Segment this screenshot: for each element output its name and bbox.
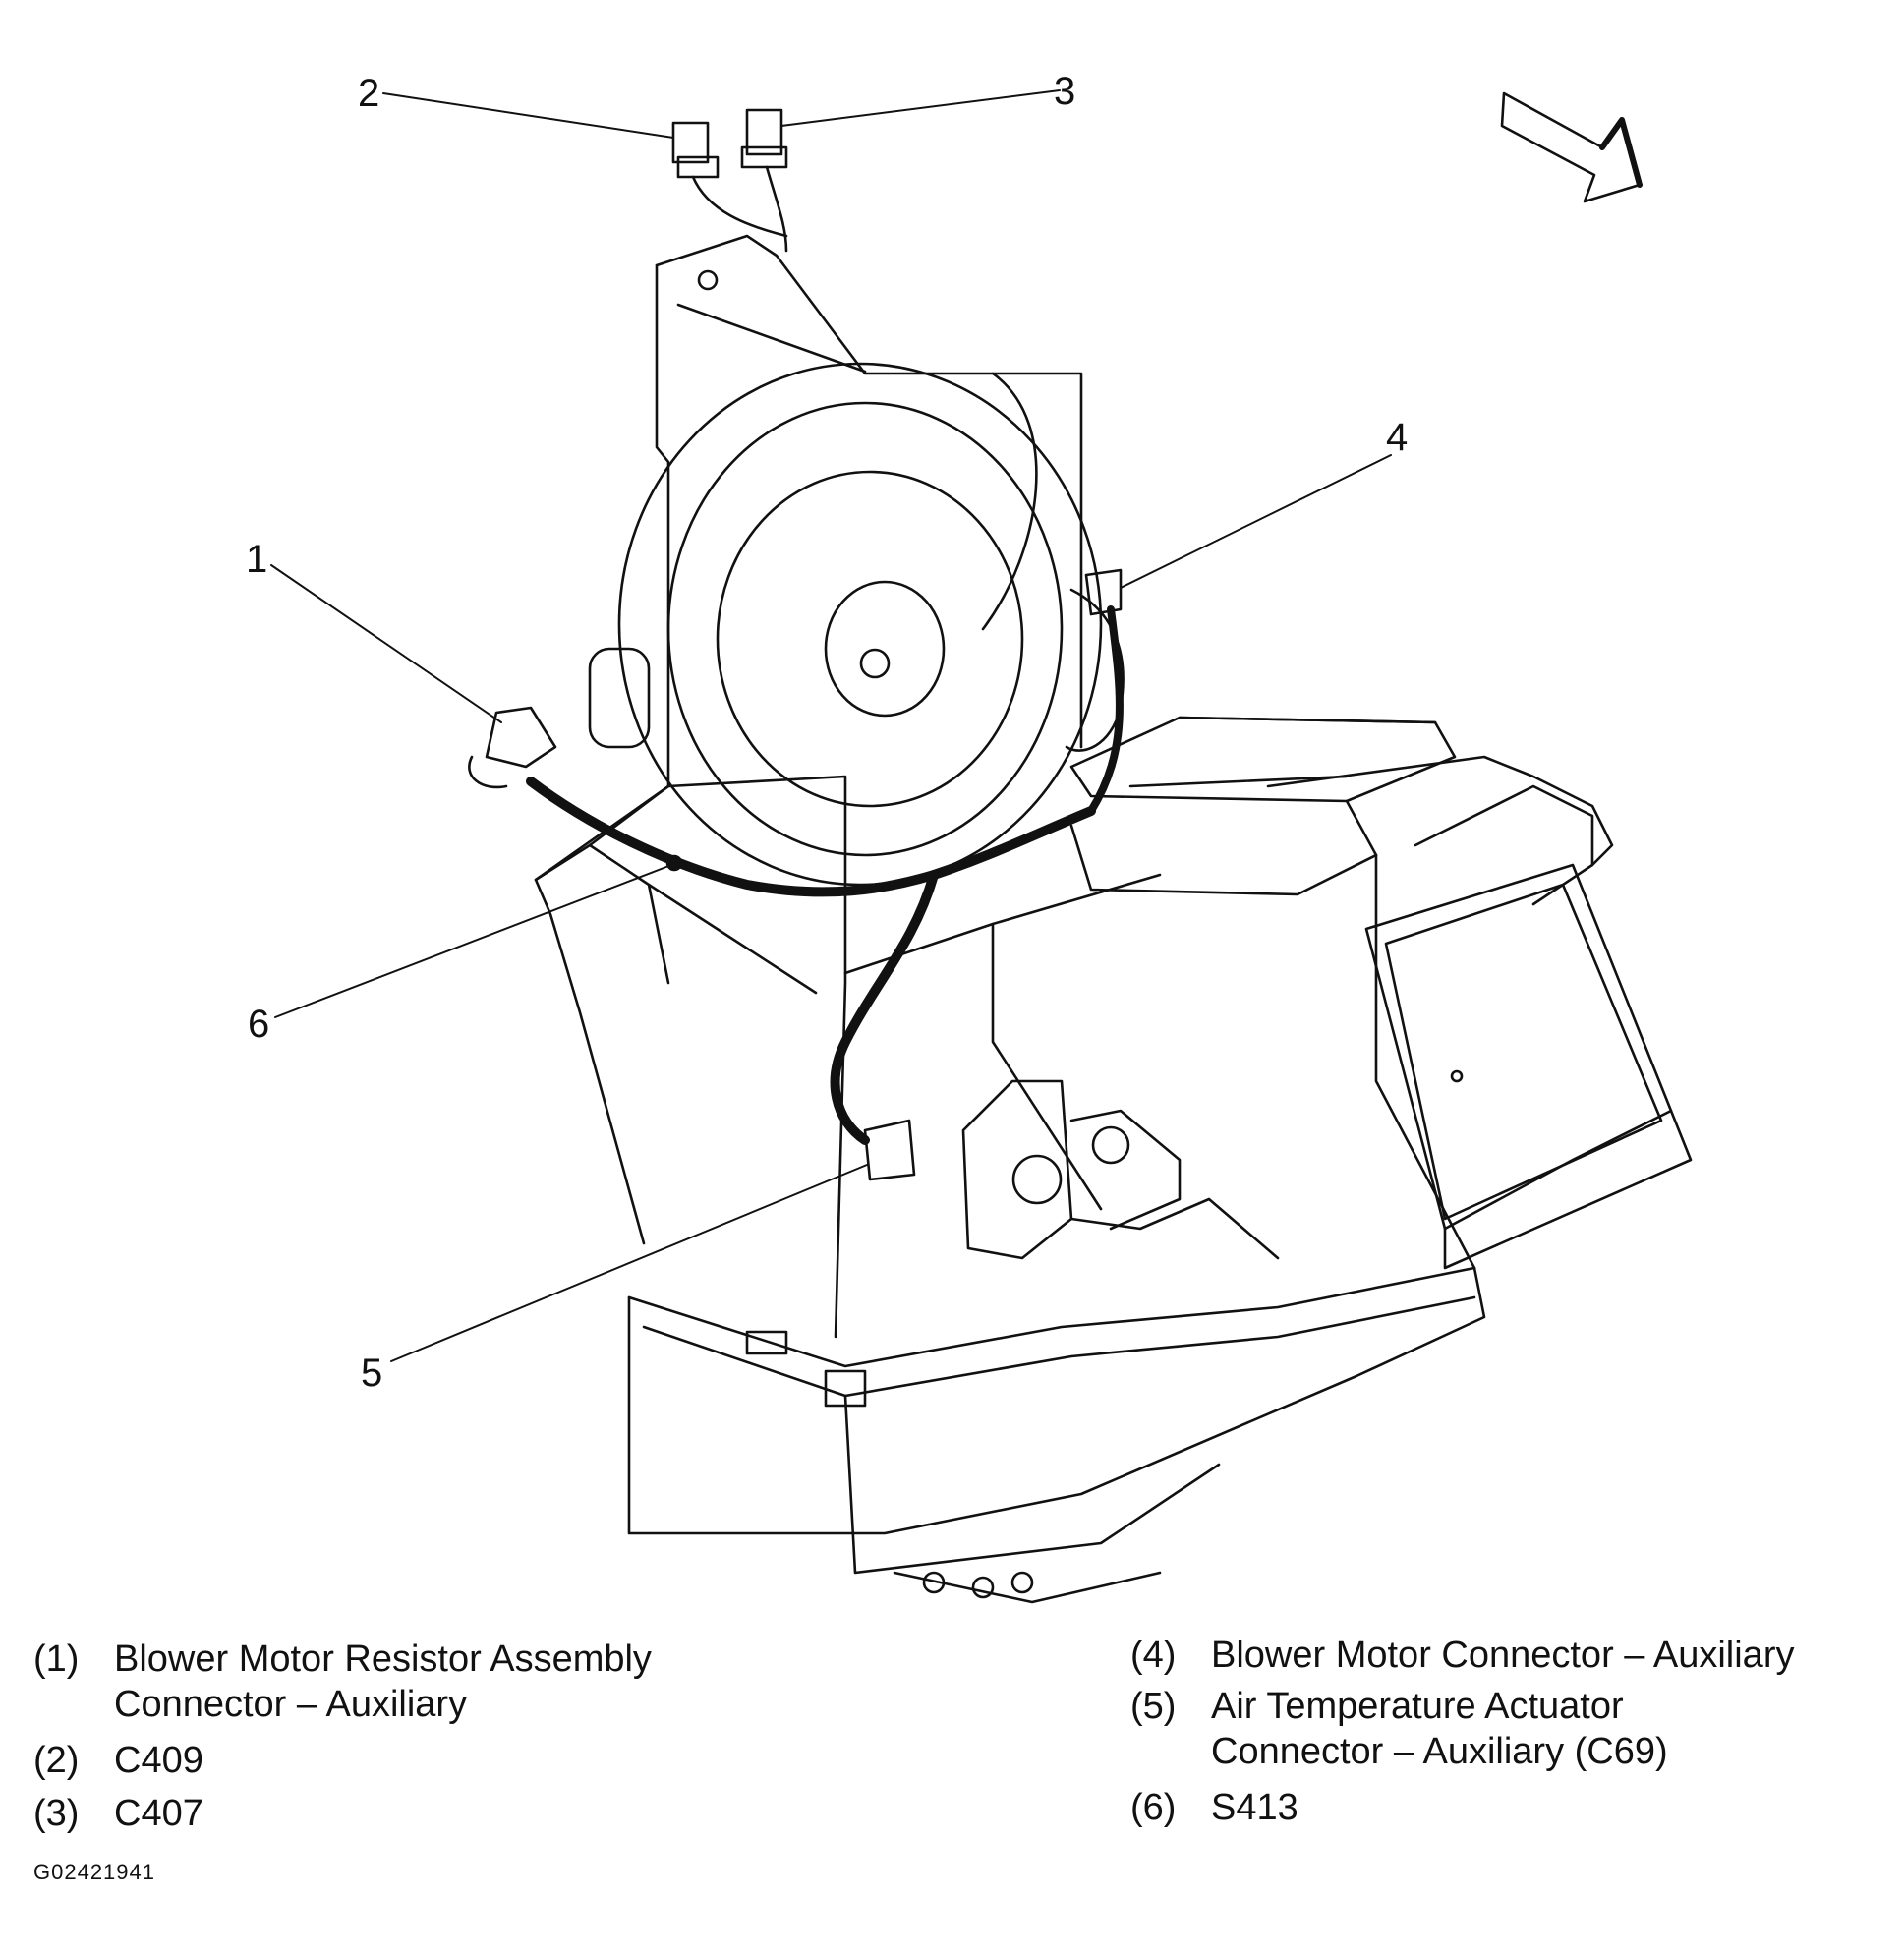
blower-wheel (617, 362, 1125, 887)
legend-number: (6) (1130, 1787, 1177, 1828)
connector-actuator (863, 1119, 916, 1181)
splice-s413 (665, 854, 683, 872)
evaporator-core (1364, 863, 1693, 1270)
callout-4: 4 (1386, 416, 1408, 459)
connector-c407 (740, 108, 788, 253)
connector-blower-motor (1084, 568, 1123, 616)
direction-arrow-icon (1500, 91, 1643, 203)
legend-text: Blower Motor Connector – Auxiliary (1211, 1635, 1795, 1676)
air-inlet-duct (1069, 716, 1614, 1270)
connector-blower-resistor (468, 647, 651, 789)
legend-text: Air Temperature Actuator Connector – Aux… (1211, 1686, 1668, 1772)
leader-lines (270, 89, 1392, 1362)
figure-id: G02421941 (33, 1860, 155, 1884)
callout-2: 2 (358, 72, 379, 115)
legend-item-6: (6) S413 (1130, 1785, 1879, 1830)
callout-5: 5 (361, 1352, 382, 1395)
legend-text: S413 (1211, 1787, 1298, 1828)
legend-number: (2) (33, 1740, 80, 1781)
legend-number: (3) (33, 1793, 80, 1834)
legend-text: C407 (114, 1793, 203, 1834)
legend-number: (4) (1130, 1635, 1177, 1676)
legend-item-2: (2) C409 (33, 1738, 782, 1783)
blower-housing (534, 234, 1083, 1339)
air-temperature-actuator (961, 1079, 1280, 1260)
connector-c409 (671, 121, 788, 238)
callout-6: 6 (248, 1003, 269, 1046)
legend-item-3: (3) C407 (33, 1791, 782, 1836)
legend-text: C409 (114, 1740, 203, 1781)
hvac-module-diagram: 1 2 3 4 5 6 (246, 70, 1693, 1604)
wiring-harness (526, 605, 1124, 1145)
legend-item-5: (5) Air Temperature Actuator Connector –… (1130, 1684, 1761, 1774)
heater-case (534, 784, 1486, 1604)
callout-3: 3 (1054, 70, 1075, 113)
legend-text: Blower Motor Resistor Assembly Connector… (114, 1639, 652, 1725)
legend-number: (5) (1130, 1686, 1177, 1727)
legend-item-1: (1) Blower Motor Resistor Assembly Conne… (33, 1637, 723, 1727)
legend-number: (1) (33, 1639, 80, 1680)
callout-1: 1 (246, 538, 267, 581)
legend-item-4: (4) Blower Motor Connector – Auxiliary (1130, 1633, 1879, 1678)
